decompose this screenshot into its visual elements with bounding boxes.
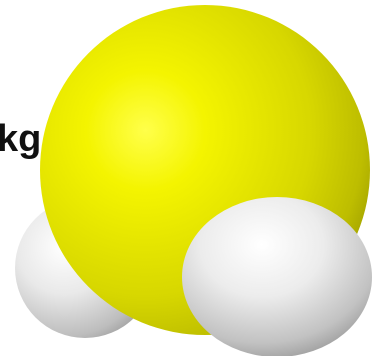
- small-atom-right: [182, 197, 372, 356]
- corner-label: kg: [0, 118, 42, 160]
